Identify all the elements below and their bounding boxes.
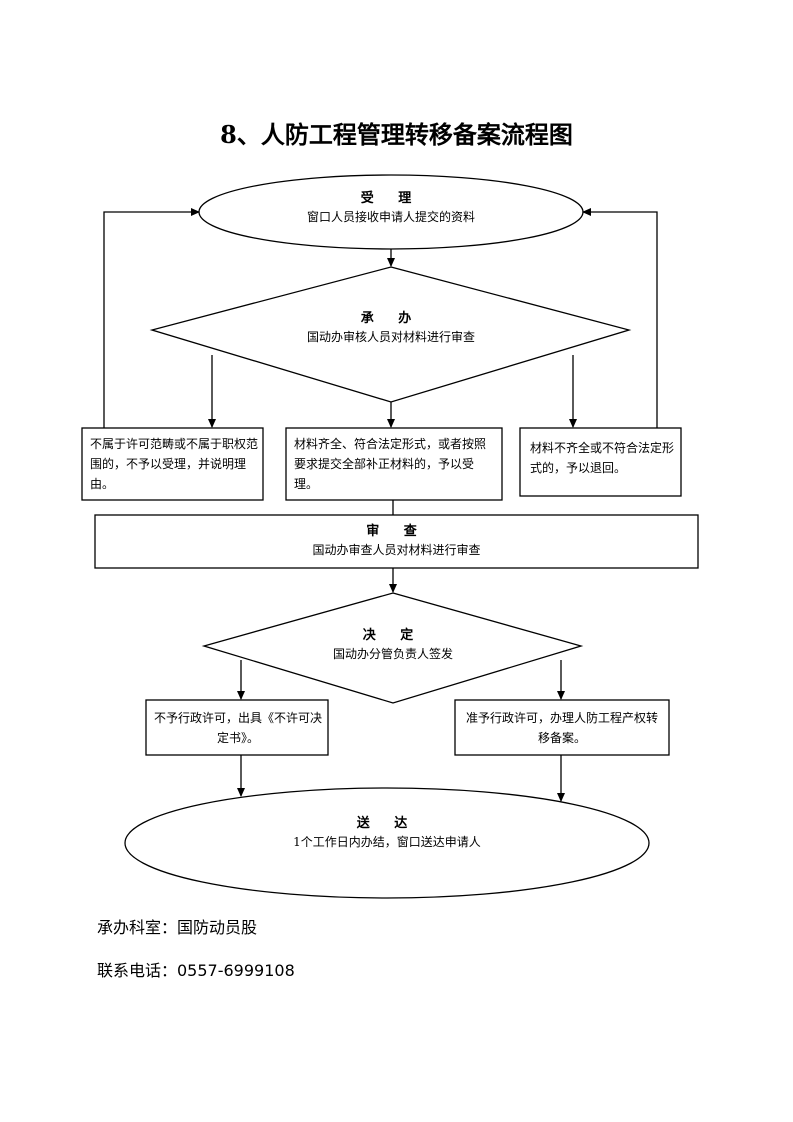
return-text: 材料不齐全或不符合法定形式的，予以退回。	[530, 441, 675, 475]
review-label: 审 查 国动办审查人员对材料进行审查	[95, 523, 698, 559]
footer-office: 承办科室：国防动员股	[97, 918, 258, 937]
accept-text: 窗口人员接收申请人提交的资料	[306, 210, 475, 224]
loop-left	[103, 208, 200, 428]
deliver-text: 1个工作日内办结，窗口送达申请人	[293, 835, 481, 849]
handle-text: 国动办审核人员对材料进行审查	[306, 330, 475, 344]
footer-phone: 联系电话：0557-6999108	[97, 961, 295, 980]
decide-text: 国动办分管负责人签发	[332, 647, 453, 661]
accept-label: 受 理 窗口人员接收申请人提交的资料	[241, 190, 541, 226]
deliver-ellipse	[124, 787, 650, 899]
approve-text: 准予行政许可，办理人防工程产权转移备案。	[465, 711, 658, 745]
accept-ok-text: 材料齐全、符合法定形式，或者按照要求提交全部补正材料的，予以受理。	[294, 437, 487, 491]
review-box	[94, 514, 699, 569]
accept-heading: 受 理	[360, 191, 422, 206]
review-text: 国动办审查人员对材料进行审查	[312, 543, 481, 557]
review-heading: 审 查	[366, 524, 427, 539]
approve-box	[454, 699, 670, 756]
deliver-heading: 送 达	[356, 816, 418, 831]
page-title: 8、人防工程管理转移备案流程图	[220, 120, 573, 149]
decide-diamond	[201, 592, 584, 704]
reject-scope-text: 不属于许可范畴或不属于职权范围的，不予以受理，并说明理由。	[90, 437, 259, 491]
accept-ok-box	[285, 427, 503, 501]
decide-heading: 决 定	[362, 628, 424, 643]
reject-scope-box	[81, 427, 264, 501]
return-box	[519, 427, 682, 497]
deny-text: 不予行政许可，出具《不许可决定书》。	[153, 711, 322, 745]
deliver-label: 送 达 1个工作日内办结，窗口送达申请人	[187, 815, 587, 851]
handle-heading: 承 办	[360, 311, 422, 326]
deny-box	[145, 699, 329, 756]
decide-label: 决 定 国动办分管负责人签发	[268, 627, 518, 663]
handle-label: 承 办 国动办审核人员对材料进行审查	[241, 310, 541, 346]
loop-right	[582, 208, 658, 428]
